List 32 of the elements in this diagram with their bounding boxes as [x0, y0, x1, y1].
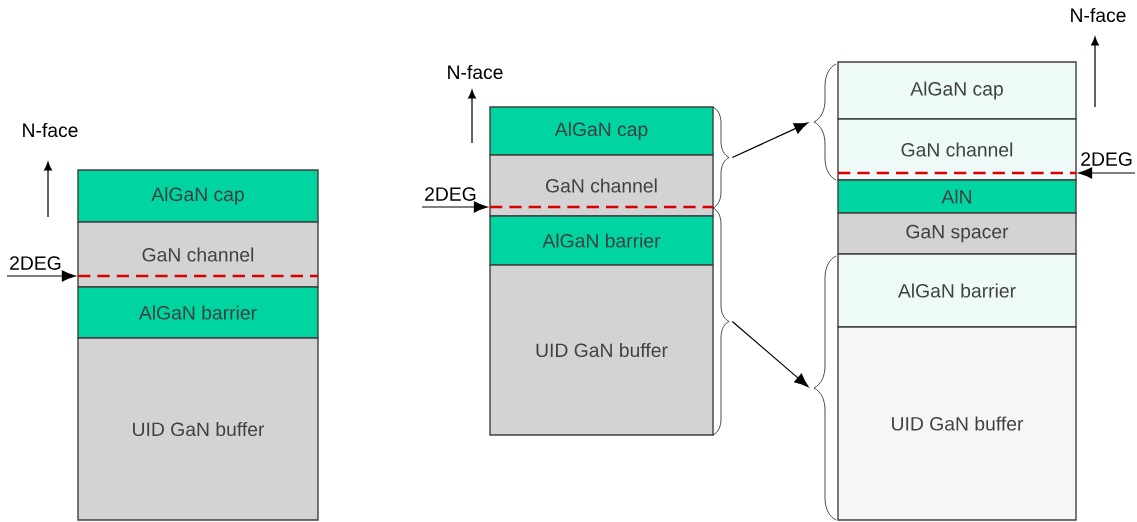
- arrow: [1078, 167, 1136, 179]
- layer-box: AlGaN barrier: [489, 215, 714, 266]
- layer-box: UID GaN buffer: [77, 337, 319, 521]
- arrow: [6, 270, 76, 282]
- layer-box: AlGaN cap: [489, 106, 714, 156]
- arrow-label: 2DEG: [425, 187, 476, 201]
- layer-box: AlGaN barrier: [77, 286, 319, 339]
- layer-box: UID GaN buffer: [837, 326, 1077, 521]
- layer-box: AlN: [837, 179, 1077, 214]
- layer-box: GaN channel: [489, 154, 714, 217]
- layer-box: GaN channel: [77, 221, 319, 288]
- layer-box: GaN channel: [837, 118, 1077, 181]
- layer-box: UID GaN buffer: [489, 264, 714, 436]
- direction-label: N-face: [23, 122, 78, 138]
- interface-line: [78, 274, 318, 278]
- interface-line: [838, 171, 1076, 175]
- arrow-label: 2DEG: [1081, 152, 1132, 166]
- direction-label: N-face: [448, 64, 503, 80]
- curly-brace: [712, 106, 730, 209]
- direction-label: N-face: [1071, 7, 1126, 23]
- curly-brace: [712, 207, 730, 436]
- layer-box: AlGaN cap: [837, 61, 1077, 120]
- curly-brace: [813, 255, 837, 521]
- arrow: [731, 320, 809, 387]
- arrow: [421, 201, 488, 213]
- arrow: [731, 122, 809, 159]
- layer-box: GaN spacer: [837, 212, 1077, 255]
- interface-line: [490, 205, 713, 209]
- layer-box: AlGaN cap: [77, 169, 319, 223]
- layer-box: AlGaN barrier: [837, 253, 1077, 328]
- curly-brace: [813, 63, 837, 181]
- arrow-label: 2DEG: [10, 256, 61, 270]
